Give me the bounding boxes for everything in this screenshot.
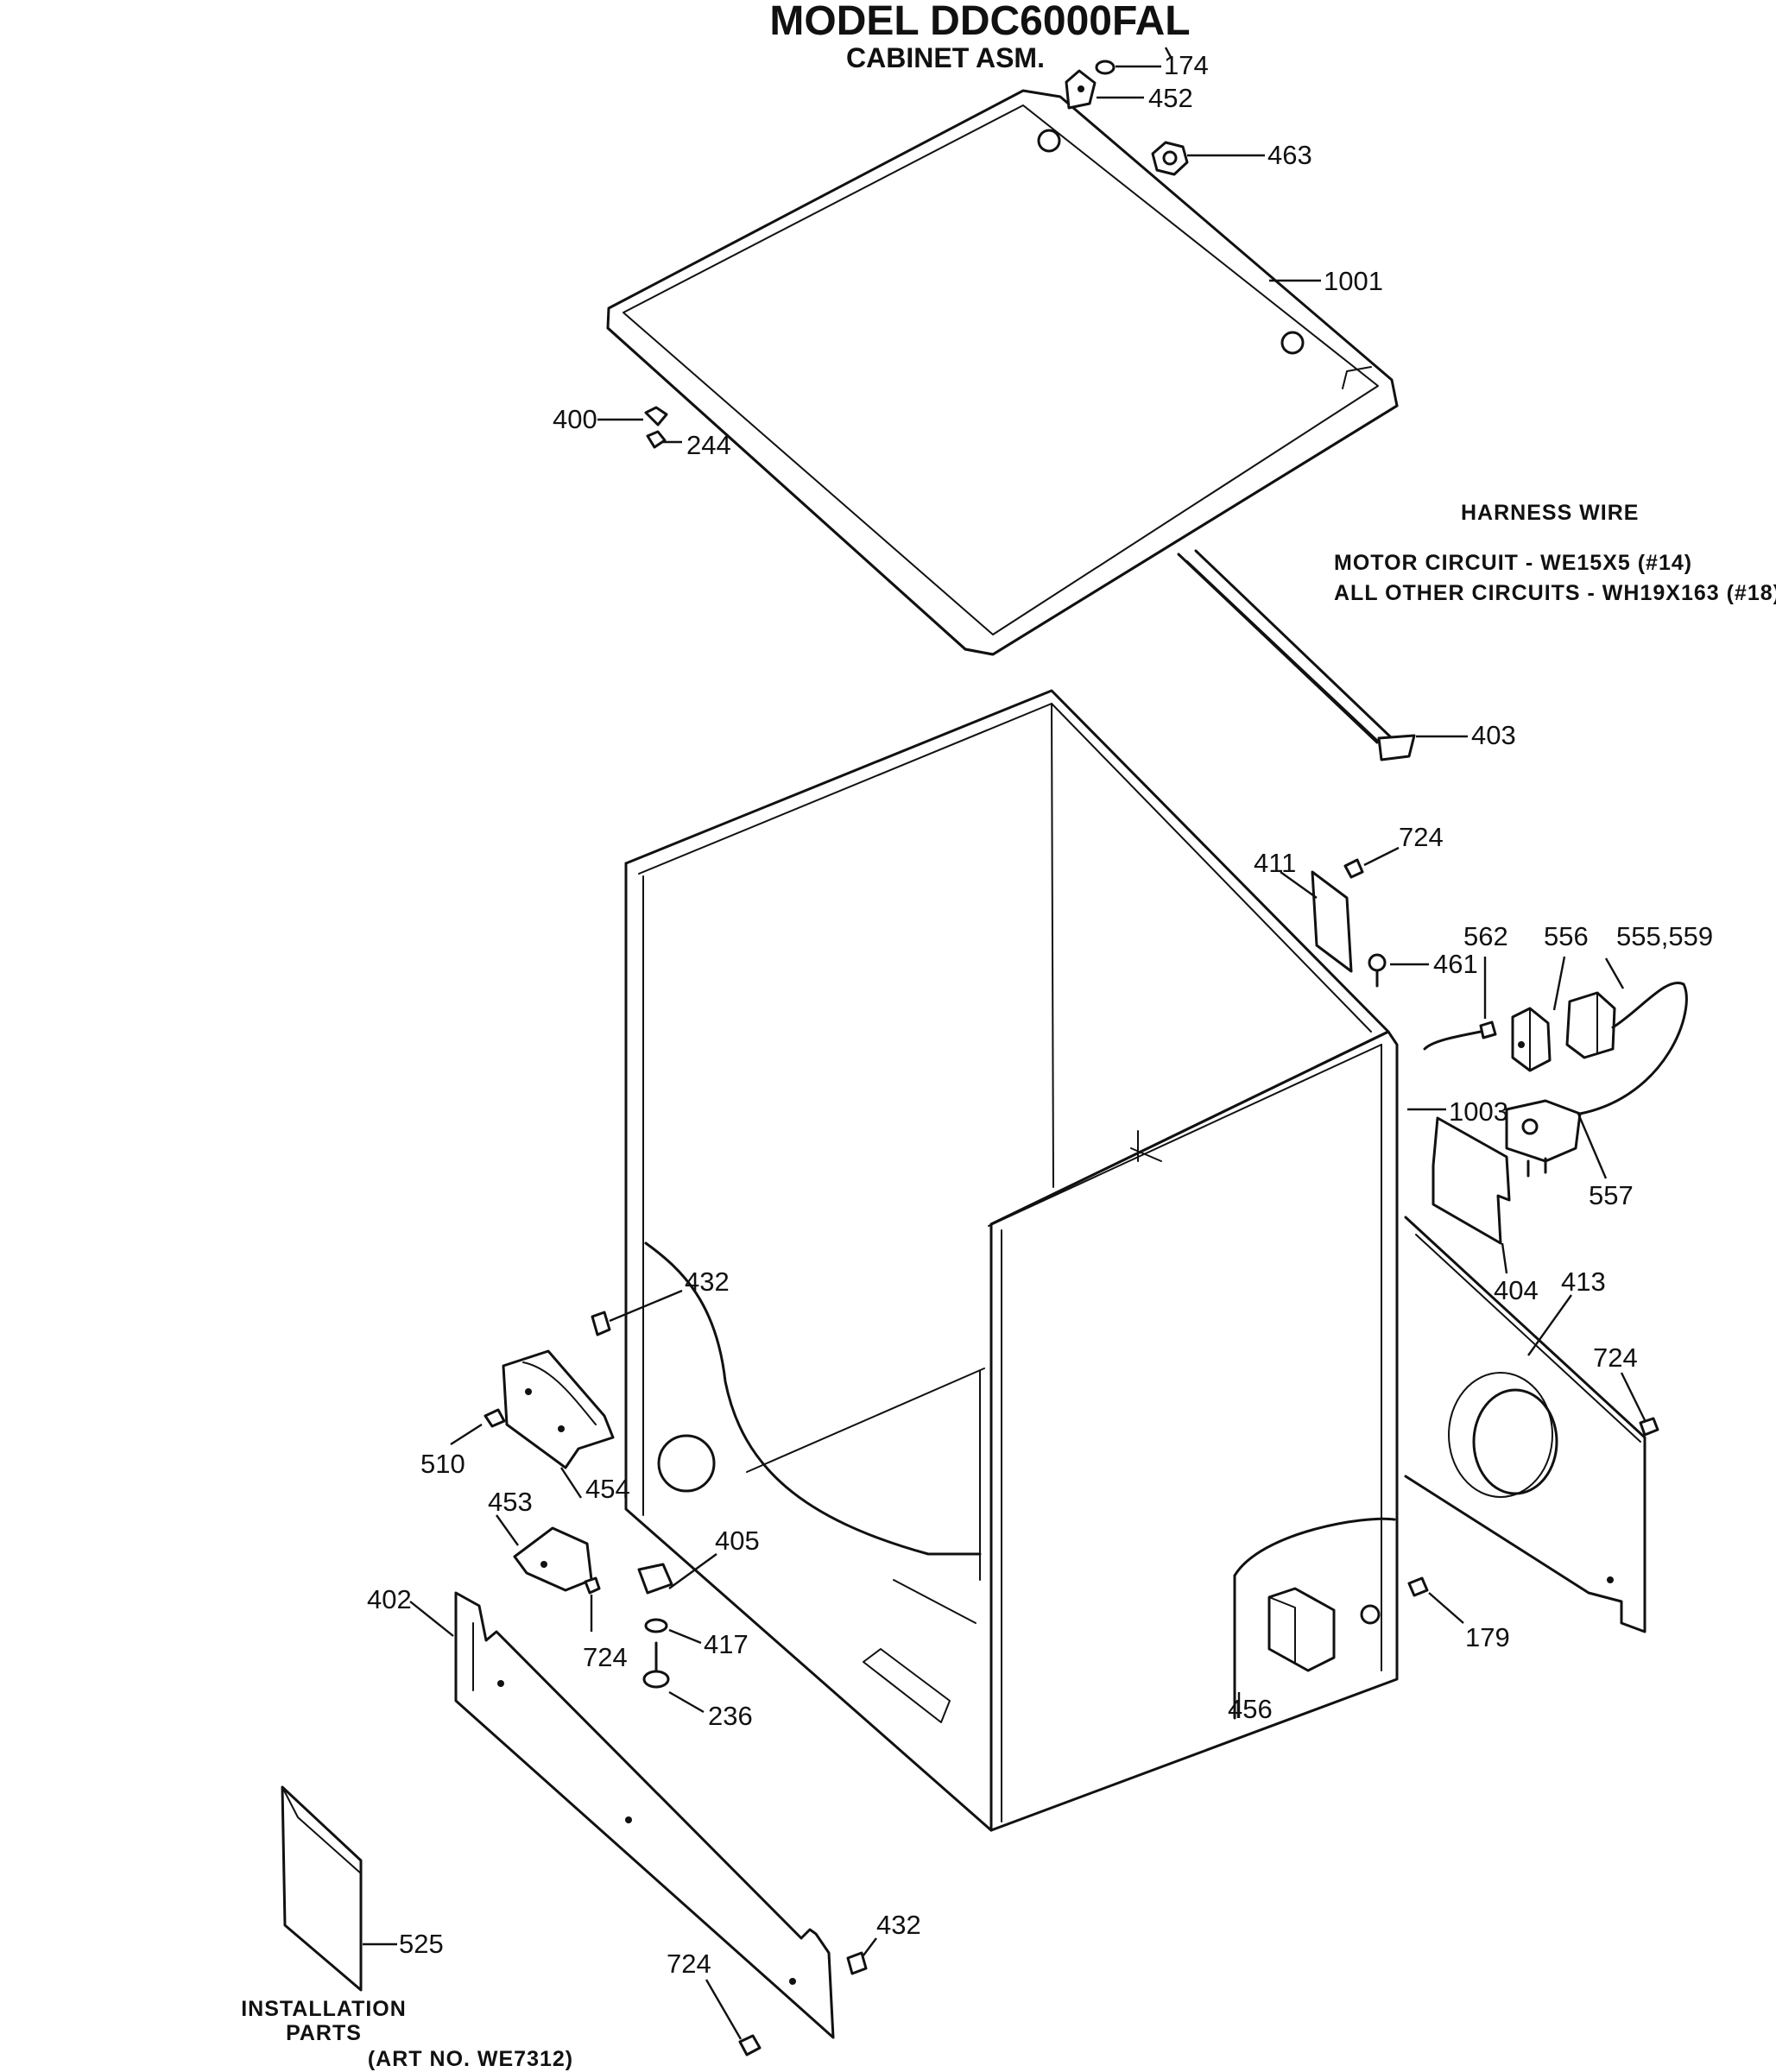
model-title: MODEL DDC6000FAL (769, 0, 1190, 44)
callout-411: 411 (1254, 848, 1296, 878)
callout-179: 179 (1465, 1622, 1510, 1652)
callout-724-bottom: 724 (667, 1949, 711, 1979)
part-556-terminal-block (1511, 956, 1566, 1072)
part-724-screw-rear (1620, 1372, 1659, 1437)
installation-parts-label: INSTALLATION PARTS (ART NO. WE7312) (241, 1997, 573, 2071)
installation-line-1: INSTALLATION (241, 1997, 407, 2021)
callout-405: 405 (715, 1526, 760, 1556)
part-555-559-power-cord (1505, 957, 1688, 1178)
callout-555-559: 555,559 (1616, 921, 1713, 951)
callout-400: 400 (553, 404, 597, 434)
callout-244: 244 (686, 430, 731, 460)
part-179-screw (1407, 1576, 1464, 1624)
part-174-screw (1095, 47, 1173, 75)
callout-404: 404 (1494, 1275, 1539, 1305)
callout-432-lower: 432 (876, 1910, 921, 1940)
callout-724-rear: 724 (1593, 1342, 1638, 1373)
installation-line-2: PARTS (286, 2021, 362, 2045)
cabinet-body (624, 689, 1399, 1832)
part-724-screw-upper (1343, 846, 1400, 879)
callout-1003: 1003 (1449, 1096, 1508, 1127)
harness-line-other: ALL OTHER CIRCUITS - WH19X163 (#18) (1334, 581, 1776, 605)
installation-line-3: (ART NO. WE7312) (368, 2047, 573, 2071)
callout-463: 463 (1267, 140, 1312, 170)
callout-461: 461 (1433, 949, 1478, 979)
part-453-bracket (496, 1514, 593, 1592)
callout-453: 453 (488, 1487, 533, 1517)
callout-413: 413 (1561, 1267, 1606, 1297)
part-405-clip (637, 1553, 717, 1595)
part-510-screw (450, 1408, 506, 1446)
callout-432-upper: 432 (685, 1267, 730, 1297)
callout-1001: 1001 (1324, 266, 1383, 296)
leader-557 (1577, 1113, 1608, 1179)
callout-402: 402 (367, 1584, 412, 1614)
part-403-harness-wire (1177, 549, 1468, 761)
assembly-title: CABINET ASM. (846, 42, 1045, 73)
callout-417: 417 (704, 1629, 749, 1659)
part-724-screw-lower (584, 1576, 601, 1632)
part-413-rear-panel (1404, 1216, 1646, 1633)
callout-724-upper: 724 (1399, 822, 1444, 852)
callout-454: 454 (585, 1474, 630, 1504)
callout-724-lower: 724 (583, 1642, 628, 1672)
harness-heading: HARNESS WIRE (1461, 501, 1639, 525)
part-452-bracket (1065, 69, 1144, 110)
part-463-nut (1151, 141, 1265, 176)
callout-236: 236 (708, 1701, 753, 1731)
callout-557: 557 (1589, 1180, 1634, 1210)
callout-452: 452 (1148, 83, 1193, 113)
part-411-cover-plate (1280, 870, 1353, 973)
part-432-clip-lower (846, 1937, 877, 1975)
part-400-clip (597, 406, 668, 426)
part-454-guard (502, 1349, 615, 1499)
callout-174: 174 (1164, 50, 1209, 80)
part-562-connector (1423, 957, 1497, 1051)
harness-line-motor: MOTOR CIRCUIT - WE15X5 (#14) (1334, 551, 1692, 575)
callout-456: 456 (1228, 1694, 1273, 1724)
top-panel (606, 89, 1399, 656)
part-417-washer (644, 1618, 702, 1645)
harness-wire-note: HARNESS WIRE MOTOR CIRCUIT - WE15X5 (#14… (1334, 501, 1776, 605)
part-525-installation-envelope (281, 1785, 397, 1992)
callout-562: 562 (1463, 921, 1508, 951)
part-244-screw (646, 430, 682, 449)
callout-403: 403 (1471, 720, 1516, 750)
callout-525: 525 (399, 1929, 444, 1959)
part-1003-bracket (1407, 1108, 1511, 1274)
callout-556: 556 (1544, 921, 1589, 951)
part-724-screw-bottom (705, 1979, 762, 2056)
part-461-screw (1368, 953, 1429, 988)
part-402-toe-panel (409, 1591, 835, 2039)
part-432-clip-upper (591, 1289, 683, 1336)
part-236-leveling-leg (642, 1641, 705, 1714)
callout-510: 510 (420, 1449, 465, 1479)
